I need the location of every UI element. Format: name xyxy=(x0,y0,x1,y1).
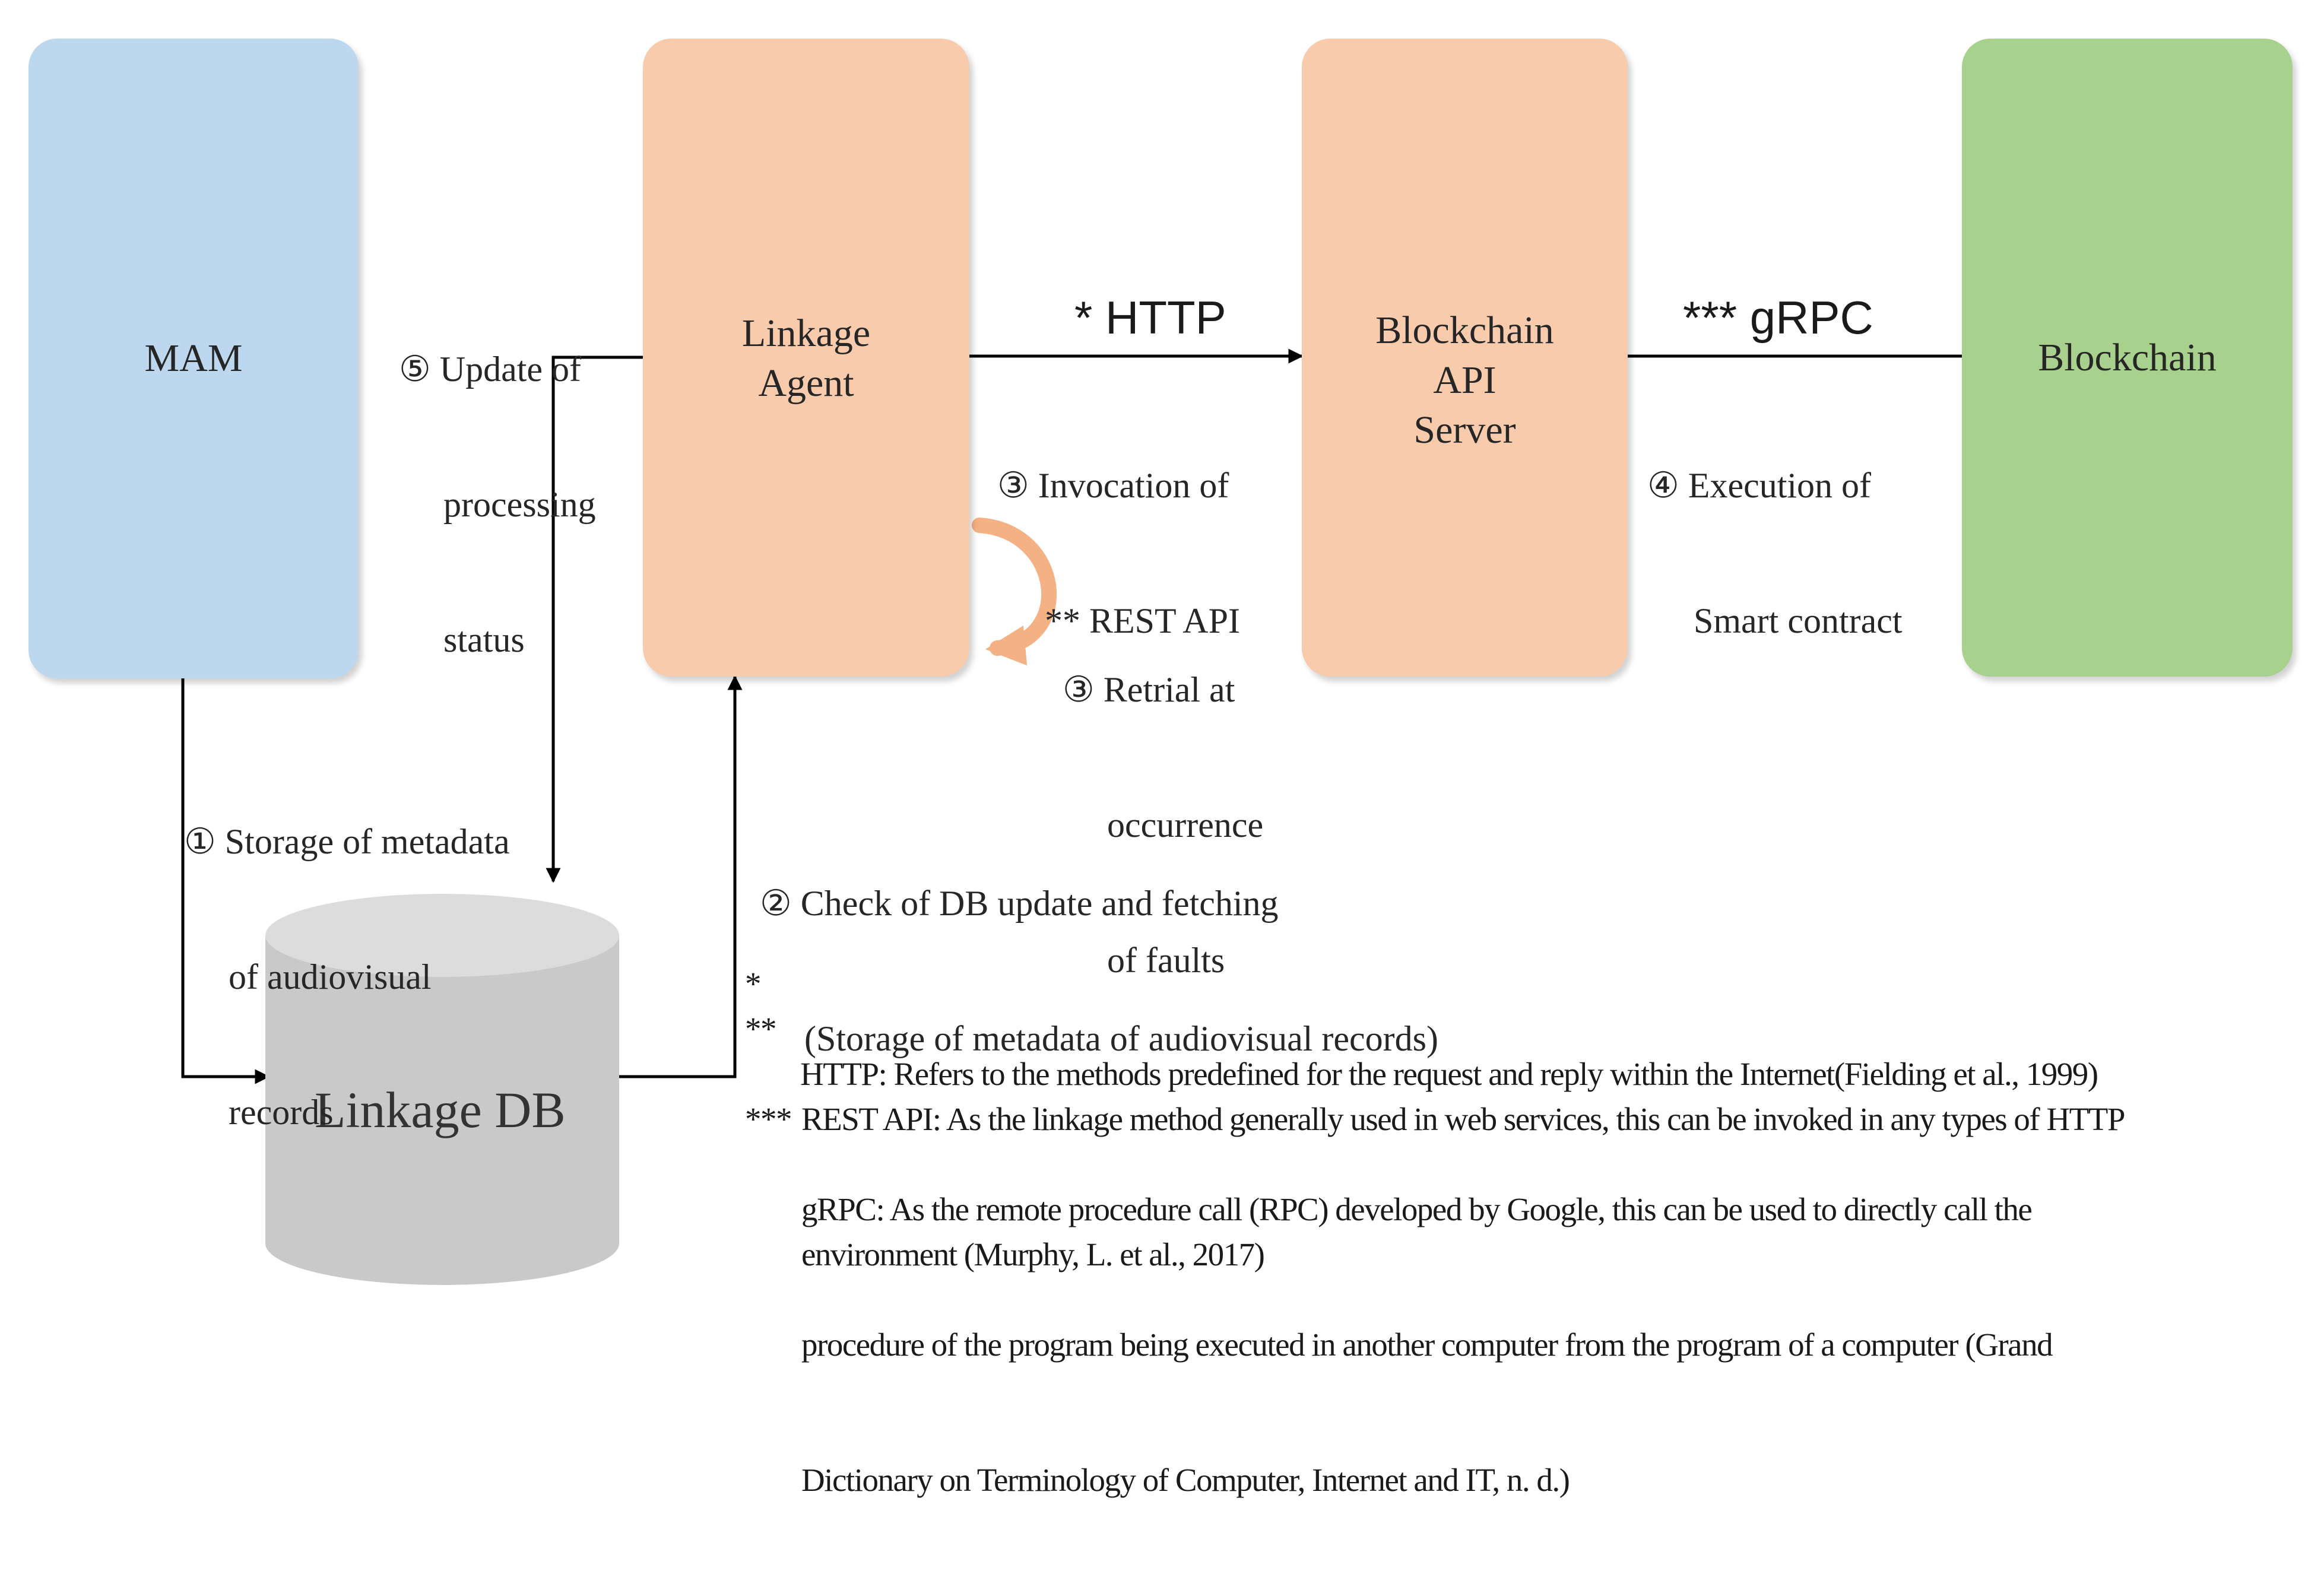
storage-label: ① Storage of metadata of audiovisual rec… xyxy=(184,729,510,1225)
footnote-rest-marker: ** xyxy=(745,1011,777,1047)
linkage-db-cylinder xyxy=(265,894,619,1285)
footnote-rest-line-2: environment (Murphy, L. et al., 2017) xyxy=(801,1236,1265,1273)
storage-label-line-1: ① Storage of metadata xyxy=(184,822,510,861)
footnote-grpc-line-3: Dictionary on Terminology of Computer, I… xyxy=(801,1462,1570,1498)
http-edge-label-line-1: ③ Invocation of xyxy=(997,466,1229,505)
update-status-label-line-1: ⑤ Update of xyxy=(399,350,582,389)
grpc-edge-label-line-2: Smart contract xyxy=(1694,601,1903,640)
blockchain-box: Blockchain xyxy=(1962,39,2293,677)
footnote-http-line-1: HTTP: Refers to the methods predefined f… xyxy=(800,1056,2098,1092)
http-edge-label-line-2: ** REST API xyxy=(1045,601,1240,640)
linkage-db-body xyxy=(265,935,619,1285)
edge-check-db-arrow xyxy=(619,675,743,1078)
connector-layer xyxy=(181,348,1983,1285)
grpc-edge-label-line-1: ④ Execution of xyxy=(1647,466,1872,505)
storage-label-line-2: of audiovisual xyxy=(229,957,432,997)
grpc-protocol-label: *** gRPC xyxy=(1683,291,1873,344)
edge-storage-arrow xyxy=(181,678,270,1084)
retrial-curved-arrow xyxy=(972,518,1057,666)
architecture-diagram: MAM Linkage Agent Blockchain API Server … xyxy=(28,39,2293,1498)
footnote-grpc-line-2: procedure of the program being executed … xyxy=(801,1327,2053,1363)
blockchain-label: Blockchain xyxy=(2038,335,2217,379)
check-db-label: ② Check of DB update and fetching (Stora… xyxy=(760,791,1438,1151)
footnote-grpc-line-1: gRPC: As the remote procedure call (RPC)… xyxy=(801,1191,2033,1227)
footnote-http-text: HTTP: Refers to the methods predefined f… xyxy=(800,961,2098,1187)
edge-update-status-arrow xyxy=(546,356,643,883)
retrial-label: ③ Retrial at occurrence of faults xyxy=(1063,577,1263,1073)
grpc-edge-label: ④ Execution of Smart contract xyxy=(1647,373,1903,734)
linkage-agent-label: Linkage Agent xyxy=(741,312,871,405)
blockchain-api-server-label: Blockchain API Server xyxy=(1375,309,1554,452)
retrial-label-line-3: of faults xyxy=(1107,941,1225,980)
linkage-db-top xyxy=(265,894,619,977)
storage-label-line-3: records xyxy=(229,1093,334,1132)
mam-label: MAM xyxy=(144,337,243,380)
footnote-rest-line-1: REST API: As the linkage method generall… xyxy=(801,1101,2125,1137)
check-db-label-line-2: (Storage of metadata of audiovisual reco… xyxy=(804,1019,1438,1058)
http-protocol-label: * HTTP xyxy=(1074,291,1226,344)
http-edge-label: ③ Invocation of ** REST API xyxy=(997,373,1240,734)
check-db-label-line-1: ② Check of DB update and fetching xyxy=(760,884,1279,923)
update-status-label: ⑤ Update of processing status xyxy=(399,256,596,753)
footnote-grpc-text: gRPC: As the remote procedure call (RPC)… xyxy=(801,1097,2053,1593)
retrial-label-line-2: occurrence xyxy=(1107,805,1264,845)
update-status-label-line-3: status xyxy=(443,620,525,659)
update-status-label-line-2: processing xyxy=(443,485,596,524)
footnote-http-marker: * xyxy=(745,966,762,1002)
retrial-label-line-1: ③ Retrial at xyxy=(1063,670,1235,709)
footnote-grpc-marker: *** xyxy=(745,1101,792,1137)
footnote-rest-text: REST API: As the linkage method generall… xyxy=(801,1007,2125,1367)
linkage-agent-box: Linkage Agent xyxy=(643,39,969,677)
blockchain-api-server-box: Blockchain API Server xyxy=(1302,39,1628,677)
linkage-db-label: Linkage DB xyxy=(315,1081,566,1138)
mam-box: MAM xyxy=(28,39,359,678)
